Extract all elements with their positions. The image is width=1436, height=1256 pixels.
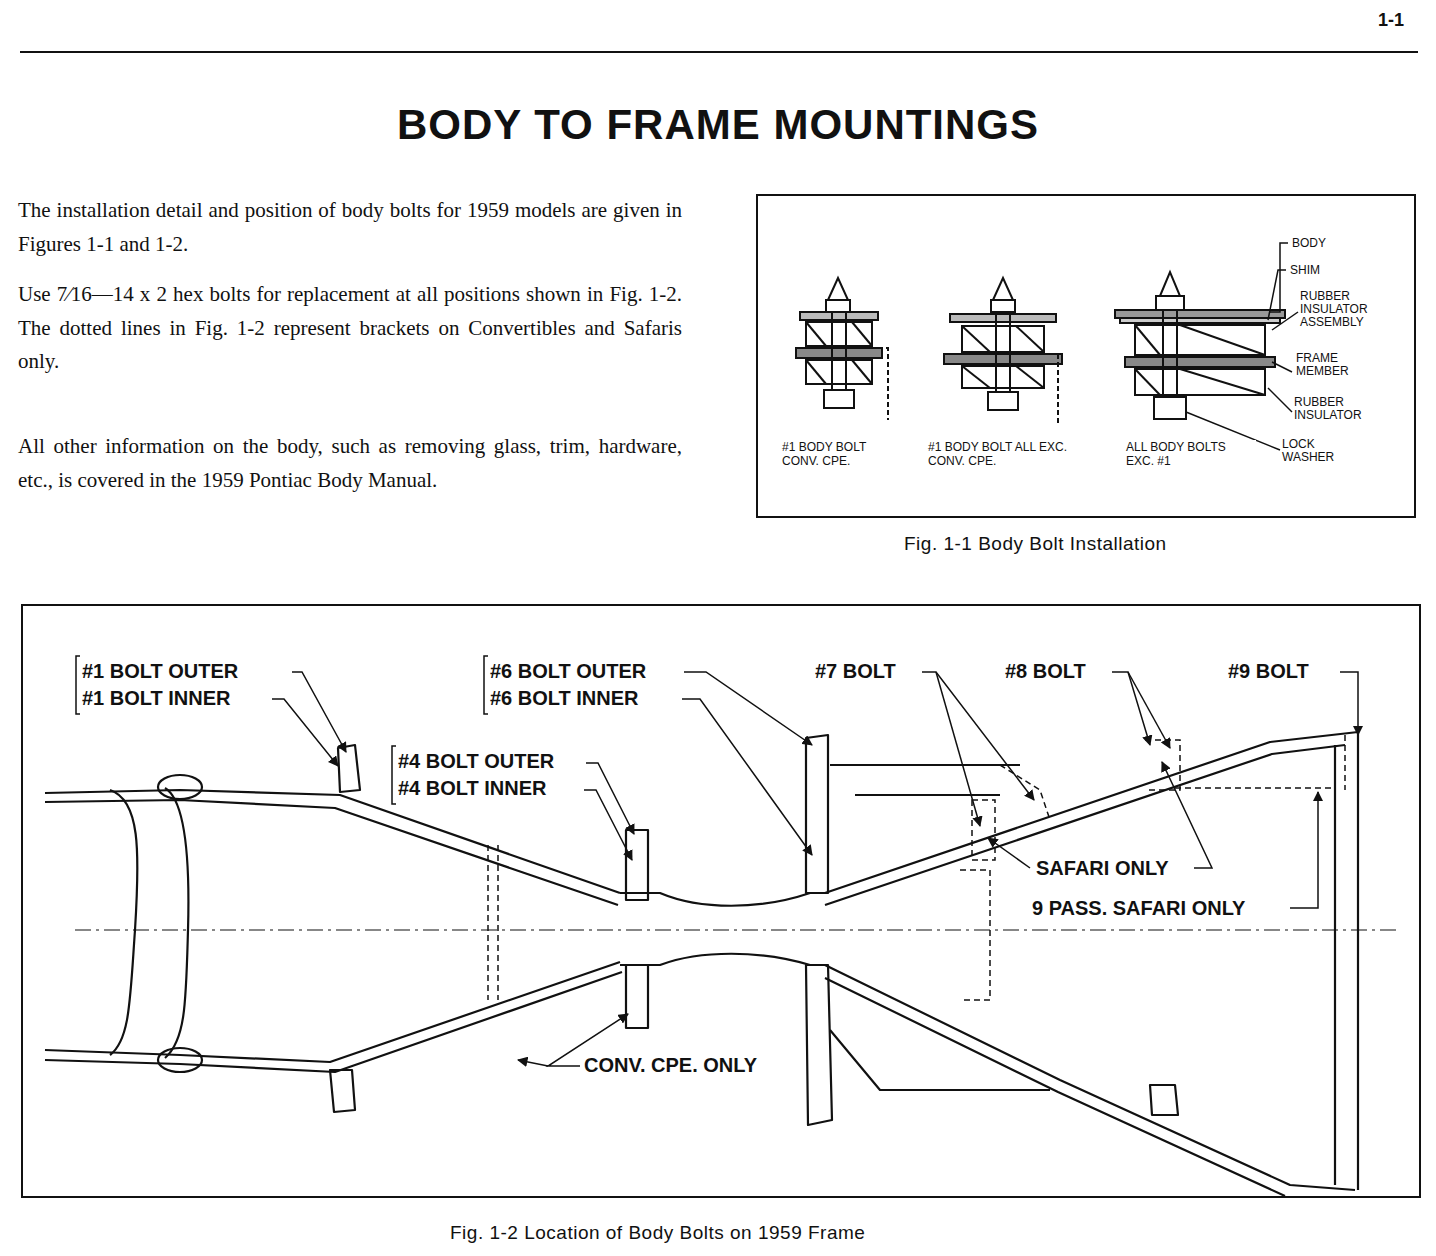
- part-name: RUBBER INSULATOR ASSEMBLY: [1300, 290, 1395, 330]
- callout-label: #1 BOLT INNER: [82, 686, 231, 710]
- figure-caption: Fig. 1-2 Location of Body Bolts on 1959 …: [450, 1222, 865, 1245]
- figure-sublabel: ALL BODY BOLTS EXC. #1: [1126, 440, 1256, 469]
- callout-label: #1 BOLT OUTER: [82, 659, 238, 683]
- part-name: SHIM: [1290, 263, 1320, 277]
- note-label: CONV. CPE. ONLY: [584, 1053, 757, 1077]
- note-label: 9 PASS. SAFARI ONLY: [1032, 896, 1245, 920]
- callout-label: #8 BOLT: [1005, 659, 1086, 683]
- part-name: FRAME MEMBER: [1296, 352, 1358, 378]
- page-number: 1-1: [1378, 10, 1404, 32]
- part-name: RUBBER INSULATOR: [1294, 396, 1389, 422]
- part-name: LOCK WASHER: [1282, 438, 1352, 464]
- callout-label: #7 BOLT: [815, 659, 896, 683]
- callout-label: #4 BOLT INNER: [398, 776, 547, 800]
- page-title: BODY TO FRAME MOUNTINGS: [318, 100, 1118, 150]
- body-paragraph: All other information on the body, such …: [18, 430, 682, 497]
- callout-label: #4 BOLT OUTER: [398, 749, 554, 773]
- body-paragraph: Use 7⁄16—14 x 2 hex bolts for replacemen…: [18, 278, 682, 379]
- body-paragraph: The installation detail and position of …: [18, 194, 682, 261]
- figure-sublabel: #1 BODY BOLT CONV. CPE.: [782, 440, 900, 469]
- figure-sublabel: #1 BODY BOLT ALL EXC. CONV. CPE.: [928, 440, 1078, 469]
- note-label: SAFARI ONLY: [1036, 856, 1169, 880]
- figure-caption: Fig. 1-1 Body Bolt Installation: [904, 533, 1167, 556]
- part-name: BODY: [1292, 236, 1326, 250]
- callout-label: #9 BOLT: [1228, 659, 1309, 683]
- callout-label: #6 BOLT INNER: [490, 686, 639, 710]
- callout-label: #6 BOLT OUTER: [490, 659, 646, 683]
